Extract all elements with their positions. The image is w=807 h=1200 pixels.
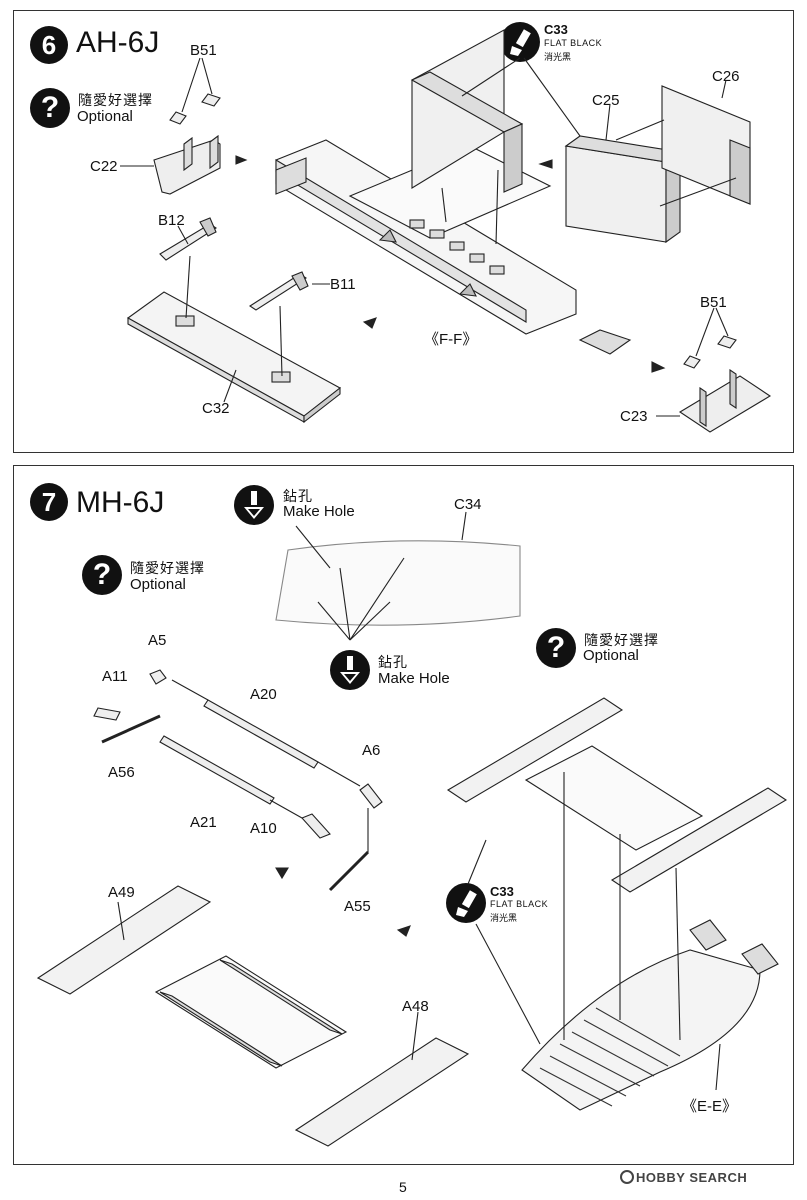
step-number-badge: 7 (30, 483, 68, 521)
question-icon: ? (82, 555, 122, 595)
part-label-c22: C22 (90, 158, 118, 175)
step-6-panel (13, 10, 794, 453)
optional-en-label: Optional (130, 576, 186, 593)
part-label-a6: A6 (362, 742, 381, 759)
part-label-a48: A48 (402, 998, 429, 1015)
step-title: AH-6J (76, 26, 160, 59)
part-label-c34: C34 (454, 496, 482, 513)
step-number-badge: 6 (30, 26, 68, 64)
part-label-c23: C23 (620, 408, 648, 425)
part-label-c32: C32 (202, 400, 230, 417)
watermark-logo-icon (620, 1170, 634, 1184)
part-label-b11: B11 (330, 276, 356, 293)
subassembly-label-ff: 《F-F》 (424, 331, 478, 348)
optional-zh-label: 隨愛好選擇 (78, 93, 153, 109)
part-label-a55: A55 (344, 898, 371, 915)
part-label-a21: A21 (190, 814, 217, 831)
paint-brush-icon (500, 22, 540, 62)
optional-en-label: Optional (77, 108, 133, 125)
drill-en-label: Make Hole (283, 503, 355, 520)
part-label-a49: A49 (108, 884, 135, 901)
part-label-c26: C26 (712, 68, 740, 85)
part-label-a5: A5 (148, 632, 167, 649)
paint-name: FLAT BLACK (544, 38, 603, 48)
part-label-a10: A10 (250, 820, 277, 837)
paint-name: FLAT BLACK (490, 899, 549, 909)
step-title: MH-6J (76, 486, 165, 519)
drill-icon (234, 485, 274, 525)
paint-brush-icon (446, 883, 486, 923)
part-label-b51-right: B51 (700, 294, 727, 311)
watermark-text: HOBBY SEARCH (636, 1170, 748, 1185)
question-icon: ? (536, 628, 576, 668)
part-label-a11: A11 (102, 668, 128, 685)
part-label-b12: B12 (158, 212, 185, 229)
paint-name-zh: 消光黑 (544, 53, 572, 63)
drill-en-label-2: Make Hole (378, 670, 450, 687)
part-label-b51: B51 (190, 42, 217, 59)
optional-zh-label-2: 隨愛好選擇 (584, 633, 659, 649)
subassembly-label-ee: 《E-E》 (682, 1098, 738, 1115)
drill-zh-label-2: 鉆孔 (378, 655, 408, 671)
paint-name-zh: 消光黑 (490, 914, 518, 924)
optional-en-label-2: Optional (583, 647, 639, 664)
page-number: 5 (399, 1179, 407, 1195)
paint-code: C33 (490, 884, 514, 899)
paint-code: C33 (544, 22, 568, 37)
drill-zh-label: 鉆孔 (283, 489, 313, 505)
optional-zh-label: 隨愛好選擇 (130, 561, 205, 577)
drill-icon (330, 650, 370, 690)
part-label-a20: A20 (250, 686, 277, 703)
question-icon: ? (30, 88, 70, 128)
part-label-c25: C25 (592, 92, 620, 109)
part-label-a56: A56 (108, 764, 135, 781)
